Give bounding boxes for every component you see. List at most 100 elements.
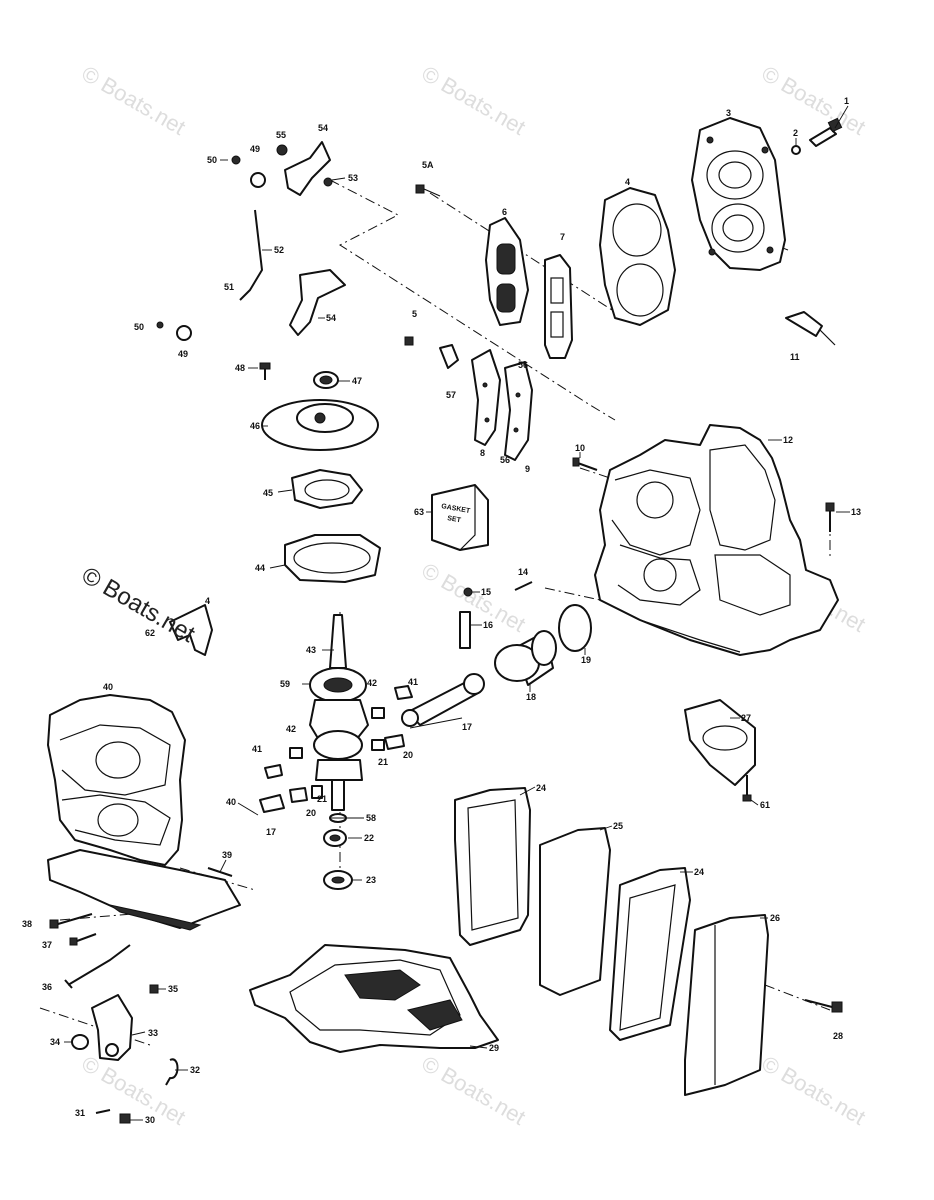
bolt-38 [49,913,93,929]
part-label: 43 [306,645,316,655]
cover-25 [539,827,611,996]
part-label: 41 [408,677,418,687]
watermark: © Boats.net [78,61,190,140]
base-gasket-left [47,849,241,931]
head-gasket [599,187,676,326]
part-label: 56 [500,455,510,465]
part-label: 61 [760,800,770,810]
part-label: 38 [22,919,32,929]
seal-23 [323,870,353,890]
part-label: 54 [318,123,328,133]
part-label: 48 [235,363,245,373]
part-label: 56 [518,360,528,370]
part-label: 24 [694,867,704,877]
bracket-5 [404,336,459,369]
bearing-cages [259,685,413,813]
part-label: 37 [42,940,52,950]
part-labels: 1 2 3 4 5A 6 7 5 11 10 12 13 14 15 16 17… [22,96,861,1125]
part-label: 15 [481,587,491,597]
spring-32 [165,1058,179,1086]
reed-stop-8 [471,349,501,446]
part-label: 28 [833,1031,843,1041]
part-label: 63 [414,507,424,517]
gasket-set-box: GASKET SET [431,484,489,551]
part-label: 49 [178,349,188,359]
part-label: 49 [250,144,260,154]
bearing-22 [323,829,347,847]
part-label: 3 [726,108,731,118]
part-label: 20 [403,750,413,760]
part-label: 11 [790,352,800,362]
part-label: 9 [525,464,530,474]
throttle-linkage [231,141,333,301]
crankshaft [309,614,369,811]
part-label: 21 [317,794,327,804]
part-label: 17 [266,827,276,837]
washer [791,145,801,155]
throttle-cam [156,269,346,341]
watermark: © Boats.net [758,1051,870,1130]
connecting-rod [401,673,485,727]
reed-stop-9 [504,361,533,461]
part-label: 18 [526,692,536,702]
part-label: 16 [483,620,493,630]
watermark-prominent: © Boats.net [77,562,200,648]
gasket-44 [284,534,381,583]
part-label: 19 [581,655,591,665]
stud-10 [572,457,598,471]
nut-30 [119,1113,131,1124]
part-label: 7 [560,232,565,242]
part-label: 52 [274,245,284,255]
part-label: 26 [770,913,780,923]
part-label: 20 [306,808,316,818]
part-label: 5A [422,160,434,170]
part-label: 22 [364,833,374,843]
reed-gasket [544,254,573,359]
base-gasket-29 [249,944,499,1053]
gasket-24-b [609,867,691,1041]
part-label: 17 [462,722,472,732]
part-label: 51 [224,282,234,292]
part-label: 40 [103,682,113,692]
wrist-pin [459,611,471,649]
linkage-62 [169,604,213,656]
part-label: 53 [348,173,358,183]
watermark: © Boats.net [758,61,870,140]
screw-48 [259,362,271,380]
screw-35 [149,984,159,994]
stator-plate [261,399,379,451]
part-label: 50 [207,155,217,165]
seal-47 [313,371,339,389]
crankcase-left [47,694,186,866]
part-label: 32 [190,1065,200,1075]
part-label: 57 [446,390,456,400]
part-label: 25 [613,821,623,831]
part-label: 39 [222,850,232,860]
bolt-5a [415,184,441,197]
cover-26 [684,914,769,1096]
part-label: 24 [536,783,546,793]
cylinder-head [691,117,786,271]
gasket-45 [291,469,363,509]
part-label: 5 [412,309,417,319]
part-label: 41 [252,744,262,754]
reed-plate [485,217,529,326]
part-label: 27 [741,713,751,723]
part-label: 42 [367,678,377,688]
part-label: 13 [851,507,861,517]
part-label: 12 [783,435,793,445]
part-label: 23 [366,875,376,885]
part-label: 59 [280,679,290,689]
part-label: 47 [352,376,362,386]
pin-14 [514,581,533,591]
crankcase-right [594,424,839,656]
part-label: 31 [75,1108,85,1118]
part-label: 35 [168,984,178,994]
part-label: 54 [326,313,336,323]
piston-ring [558,604,592,652]
grommet-34 [71,1034,89,1050]
part-label: 58 [366,813,376,823]
part-label: 14 [518,567,528,577]
part-label: 50 [134,322,144,332]
part-label: 4 [625,177,630,187]
